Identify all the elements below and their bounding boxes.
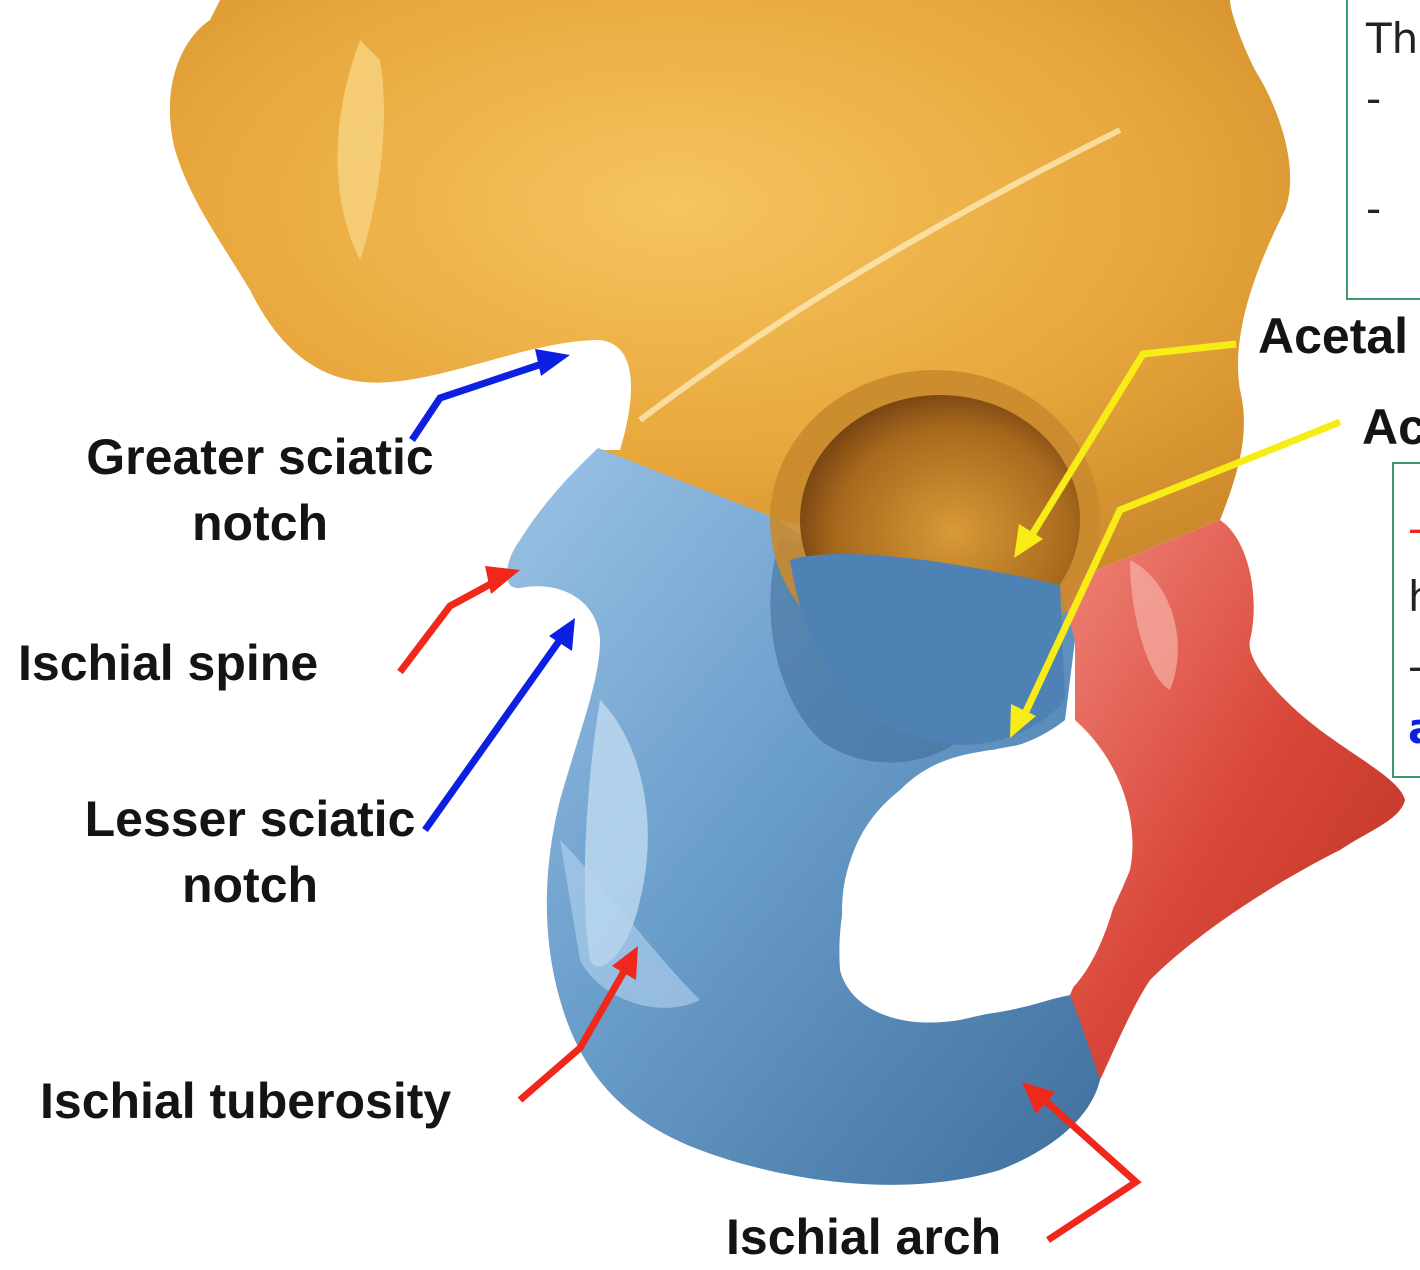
- label-ischial-spine: Ischial spine: [18, 630, 318, 696]
- info-box-mid-line1: -: [1408, 504, 1420, 553]
- label-greater-sciatic-notch: Greater sciatic notch: [60, 424, 460, 556]
- label-ischial-tuberosity: Ischial tuberosity: [40, 1068, 451, 1134]
- info-box-top-line1: Th: [1366, 14, 1418, 63]
- label-lesser-sciatic-line2: notch: [58, 852, 442, 918]
- info-box-mid-line3: -: [1408, 642, 1420, 691]
- label-lesser-sciatic-line1: Lesser sciatic: [58, 786, 442, 852]
- label-acetabulum: Acetal: [1258, 303, 1408, 369]
- label-greater-sciatic-line1: Greater sciatic: [60, 424, 460, 490]
- info-box-top-line2: -: [1366, 74, 1381, 123]
- arrow-ischial-spine: [400, 580, 498, 672]
- label-greater-sciatic-line2: notch: [60, 490, 460, 556]
- info-box-top-line3: -: [1366, 184, 1381, 233]
- pubis-region: [1060, 520, 1405, 1080]
- label-acetabular: Ac: [1362, 394, 1420, 460]
- label-lesser-sciatic-notch: Lesser sciatic notch: [58, 786, 442, 918]
- info-box-mid-line2: h: [1408, 572, 1420, 621]
- arrowhead-greater-sciatic: [535, 349, 570, 376]
- info-box-top: Th - -: [1346, 0, 1420, 300]
- label-ischial-arch: Ischial arch: [726, 1204, 1001, 1270]
- arrow-lesser-sciatic: [425, 637, 562, 830]
- info-box-mid: - h - a: [1392, 462, 1420, 778]
- info-box-mid-line4: a: [1408, 704, 1420, 753]
